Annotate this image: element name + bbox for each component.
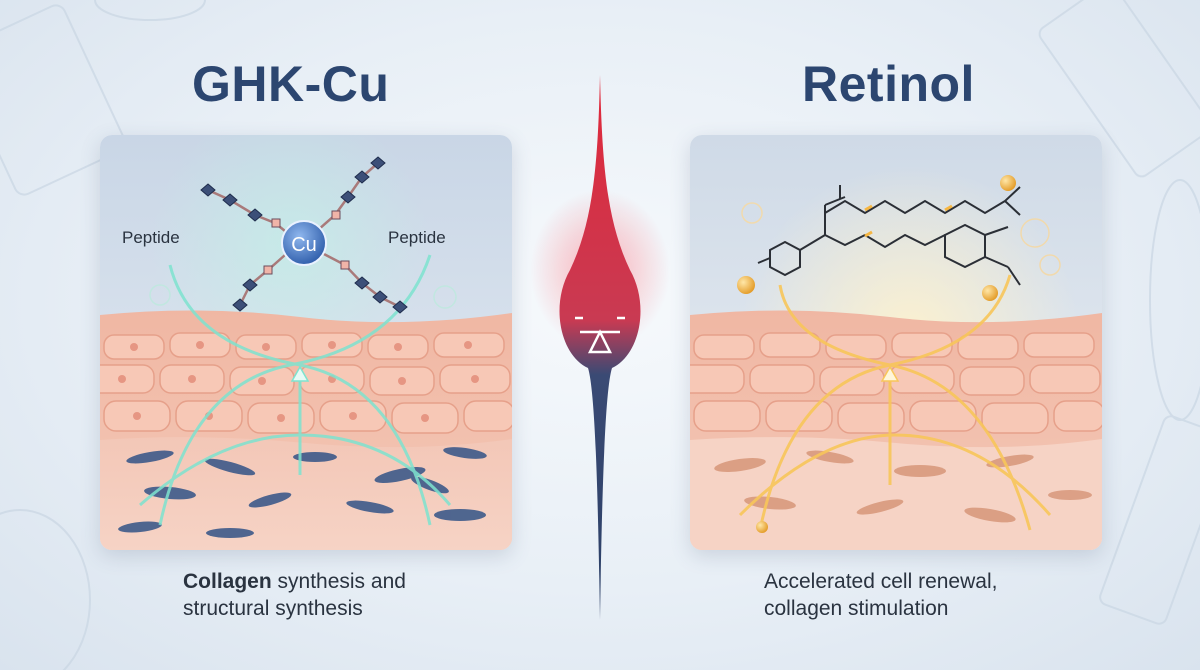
- antioxidant-orb: [1000, 175, 1016, 191]
- skin-cells: [100, 332, 512, 434]
- balance-scale-icon: [575, 316, 625, 354]
- caption-line1-rest: synthesis and: [271, 570, 406, 593]
- title-ghk-cu: GHK-Cu: [192, 56, 390, 112]
- caption-retinol: Accelerated cell renewal, collagen stimu…: [764, 568, 997, 622]
- retinol-illustration: [690, 135, 1102, 550]
- peptide-label-right: Peptide: [388, 228, 446, 247]
- center-divider: [530, 75, 670, 620]
- renewal-flow-arcs: [738, 274, 1052, 531]
- caption-line1: Accelerated cell renewal,: [764, 570, 998, 593]
- antioxidant-orb: [737, 276, 755, 294]
- peptide-nodes: [200, 156, 408, 314]
- caption-bold-word: Collagen: [183, 570, 272, 593]
- panel-ghk-cu: Cu Peptide Peptide: [100, 135, 512, 550]
- caption-line2: structural synthesis: [183, 597, 363, 620]
- antioxidant-orb: [982, 285, 998, 301]
- ghk-cu-illustration: Cu Peptide Peptide: [100, 135, 512, 550]
- antioxidant-orb: [756, 521, 768, 533]
- renewing-cells: [714, 450, 1092, 523]
- copper-ion: [281, 220, 327, 266]
- caption-line2: collagen stimulation: [764, 597, 949, 620]
- caption-ghk-cu: Collagen synthesis and structural synthe…: [183, 568, 406, 622]
- copper-label: Cu: [291, 234, 317, 256]
- skin-cells: [690, 332, 1102, 434]
- title-retinol: Retinol: [802, 56, 975, 112]
- panel-retinol: [690, 135, 1102, 550]
- retinol-structure: [757, 185, 1021, 286]
- peptide-label-left: Peptide: [122, 228, 180, 247]
